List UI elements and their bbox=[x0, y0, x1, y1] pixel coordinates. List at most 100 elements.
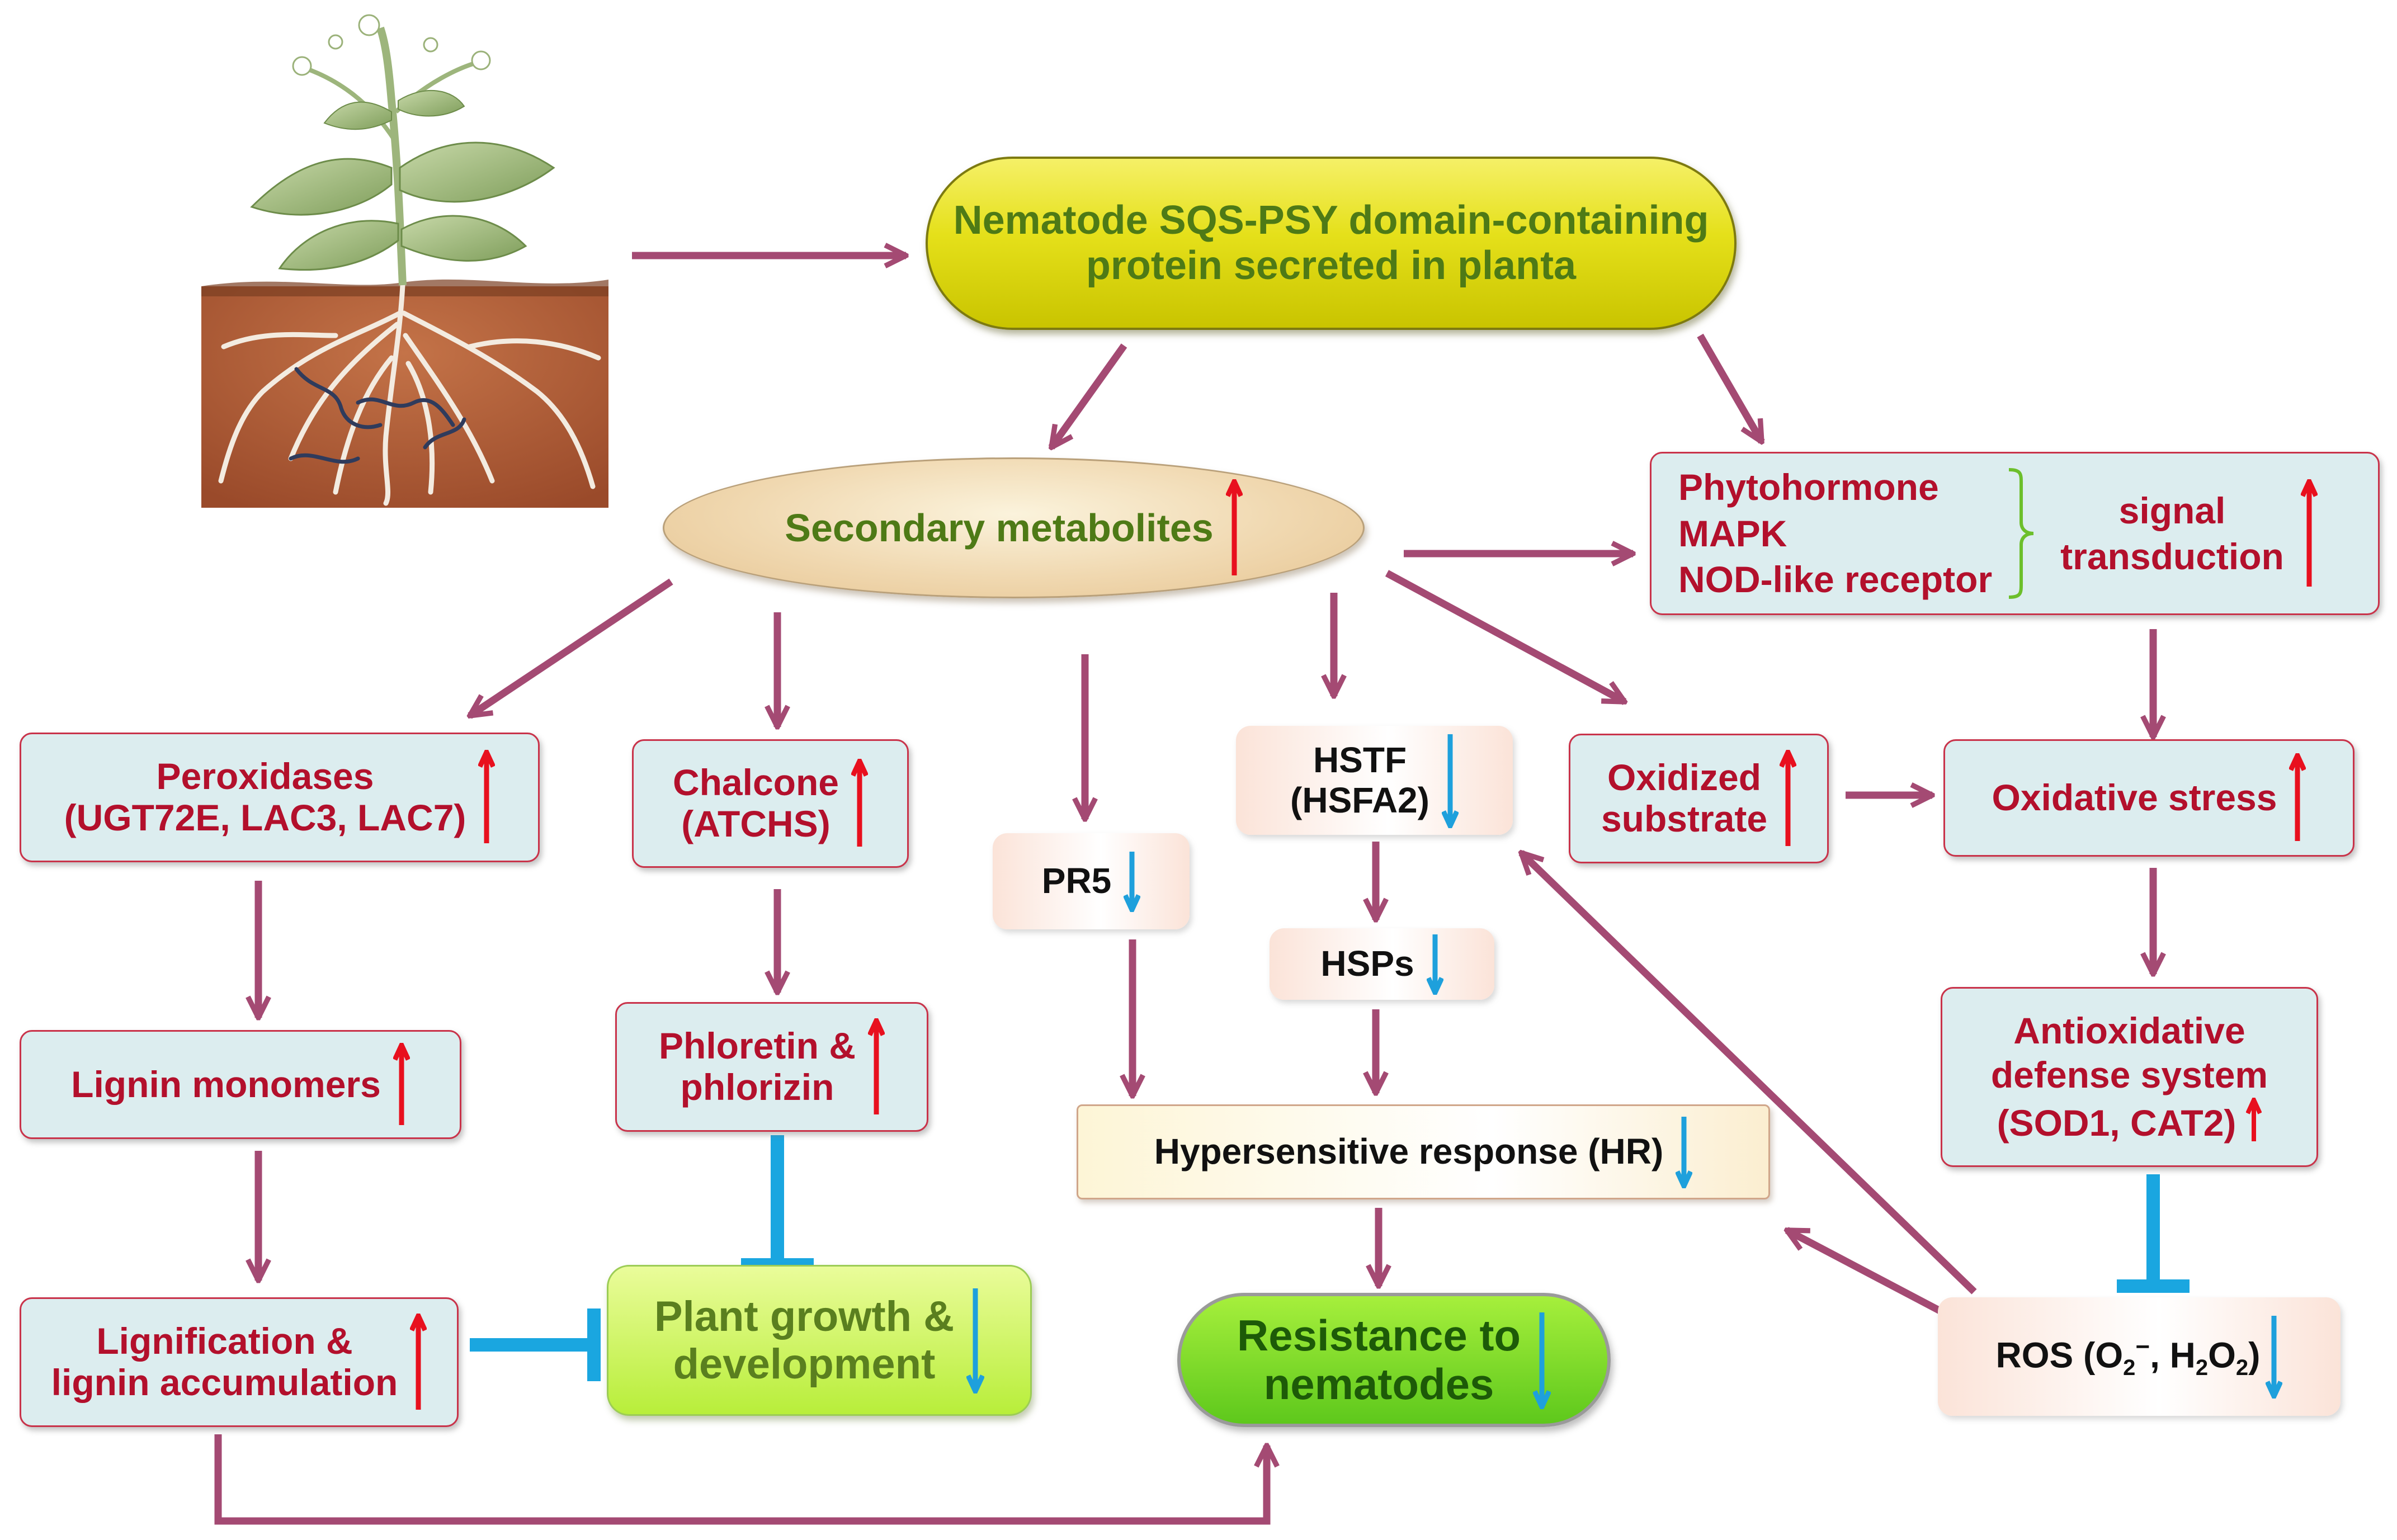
brace-icon bbox=[2009, 468, 2034, 599]
hr-label: Hypersensitive response (HR) bbox=[1154, 1131, 1664, 1172]
ros-o2-sup: − bbox=[2135, 1333, 2150, 1361]
up-arrow-icon bbox=[410, 1313, 427, 1411]
ros-h-sub: 2 bbox=[2195, 1355, 2209, 1380]
ros-prefix: ROS (O bbox=[1995, 1334, 2124, 1375]
antioxidative-node: Antioxidative defense system (SOD1, CAT2… bbox=[1941, 987, 2318, 1167]
oxidative-stress-node: Oxidative stress bbox=[1943, 739, 2354, 857]
oxidized-substrate-node: Oxidized substrate bbox=[1569, 734, 1829, 863]
lignin-monomers-label: Lignin monomers bbox=[71, 1063, 381, 1105]
phloretin-node: Phloretin & phlorizin bbox=[615, 1002, 928, 1132]
down-arrow-icon bbox=[1676, 1116, 1693, 1188]
up-arrow-icon bbox=[2289, 753, 2306, 843]
peroxidases-line-2: (UGT72E, LAC3, LAC7) bbox=[64, 797, 466, 838]
lignification-line-1: Lignification & bbox=[96, 1320, 353, 1362]
signal-label-line-2: transduction bbox=[2060, 536, 2284, 577]
protein-line-2: protein secreted in planta bbox=[1086, 243, 1577, 288]
signal-transduction-node: Phytohormone MAPK NOD-like receptor sign… bbox=[1650, 452, 2380, 615]
arrow-lignification-to-resistance bbox=[214, 1434, 1267, 1525]
up-arrow-icon bbox=[393, 1042, 410, 1127]
protein-node: Nematode SQS-PSY domain-containing prote… bbox=[926, 157, 1737, 330]
antioxidative-text: Antioxidative defense system (SOD1, CAT2… bbox=[1991, 1009, 2268, 1145]
up-arrow-icon bbox=[478, 750, 496, 845]
oxidative-label: Oxidative stress bbox=[1992, 777, 2277, 819]
chalcone-text: Chalcone (ATCHS) bbox=[673, 762, 839, 845]
resistance-line-1: Resistance to bbox=[1237, 1310, 1521, 1360]
ros-o-sub: 2 bbox=[2235, 1355, 2249, 1380]
signal-item-mapk: MAPK bbox=[1678, 512, 1787, 554]
down-arrow-icon bbox=[1124, 851, 1141, 912]
plant-growth-line-2: development bbox=[673, 1340, 936, 1388]
arrow-ros-to-hstf bbox=[1521, 853, 1977, 1295]
plant-illustration bbox=[201, 14, 608, 508]
protein-line-1: Nematode SQS-PSY domain-containing bbox=[953, 198, 1709, 243]
down-arrow-icon bbox=[2266, 1315, 2283, 1399]
antioxidative-line-3-text: (SOD1, CAT2) bbox=[1997, 1102, 2236, 1144]
ros-mid: , H bbox=[2150, 1334, 2196, 1375]
peroxidases-line-1: Peroxidases bbox=[156, 755, 374, 797]
ros-o2-sub: 2 bbox=[2123, 1355, 2136, 1380]
hstf-line-1: HSTF bbox=[1313, 739, 1407, 780]
pr5-label: PR5 bbox=[1041, 861, 1112, 901]
antioxidative-line-1: Antioxidative bbox=[2013, 1010, 2245, 1052]
up-arrow-icon bbox=[1225, 479, 1243, 577]
nematodes bbox=[289, 367, 466, 464]
plant-growth-line-1: Plant growth & bbox=[654, 1292, 955, 1340]
ros-suffix: ) bbox=[2248, 1334, 2261, 1375]
arrow-protein-to-secondary bbox=[1051, 343, 1127, 447]
signal-item-nod-receptor: NOD-like receptor bbox=[1678, 559, 1993, 601]
lignification-text: Lignification & lignin accumulation bbox=[51, 1320, 398, 1404]
peroxidases-node: Peroxidases (UGT72E, LAC3, LAC7) bbox=[20, 733, 540, 862]
chalcone-line-1: Chalcone bbox=[672, 762, 839, 804]
phloretin-line-1: Phloretin & bbox=[658, 1025, 856, 1067]
up-arrow-icon bbox=[1780, 749, 1797, 848]
peroxidases-text: Peroxidases (UGT72E, LAC3, LAC7) bbox=[64, 755, 466, 839]
antioxidative-line-2: defense system bbox=[1990, 1054, 2268, 1096]
hsps-label: HSPs bbox=[1320, 943, 1414, 984]
arrow-protein-to-signal bbox=[1697, 333, 1765, 442]
down-arrow-icon bbox=[1441, 733, 1459, 828]
down-arrow-icon bbox=[1533, 1311, 1551, 1409]
ros-o: O bbox=[2208, 1334, 2236, 1375]
ros-node: ROS (O2−, H2O2) bbox=[1938, 1297, 2341, 1416]
antioxidative-line-3: (SOD1, CAT2) bbox=[1991, 1097, 2268, 1145]
phloretin-line-2: phlorizin bbox=[680, 1066, 834, 1108]
plant-growth-node: Plant growth & development bbox=[607, 1265, 1032, 1416]
hstf-line-2: (HSFA2) bbox=[1290, 780, 1429, 820]
oxidized-line-1: Oxidized bbox=[1607, 757, 1762, 799]
flow-arrows bbox=[214, 256, 2153, 1525]
chalcone-node: Chalcone (ATCHS) bbox=[632, 739, 909, 868]
pr5-node: PR5 bbox=[993, 833, 1190, 929]
up-arrow-icon bbox=[851, 759, 869, 848]
up-arrow-icon bbox=[2300, 479, 2318, 588]
oxidized-line-2: substrate bbox=[1601, 798, 1768, 839]
down-arrow-icon bbox=[1426, 933, 1443, 995]
phloretin-text: Phloretin & phlorizin bbox=[658, 1025, 856, 1108]
signal-items: Phytohormone MAPK NOD-like receptor bbox=[1678, 464, 1992, 603]
soil bbox=[201, 286, 608, 508]
secondary-metabolites-node: Secondary metabolites bbox=[663, 457, 1365, 598]
arrow-secondary-to-oxidized bbox=[1385, 570, 1625, 705]
resistance-text: Resistance to nematodes bbox=[1237, 1311, 1521, 1409]
roots bbox=[218, 282, 601, 506]
resistance-node: Resistance to nematodes bbox=[1177, 1293, 1611, 1427]
plant-growth-text: Plant growth & development bbox=[654, 1293, 954, 1388]
down-arrow-icon bbox=[966, 1287, 985, 1393]
arrow-ros-to-hr bbox=[1787, 1227, 1948, 1317]
chalcone-line-2: (ATCHS) bbox=[681, 803, 831, 844]
arrow-secondary-to-peroxidases bbox=[470, 578, 673, 716]
signal-item-phytohormone: Phytohormone bbox=[1678, 466, 1939, 508]
lignification-line-2: lignin accumulation bbox=[51, 1362, 398, 1403]
hstf-text: HSTF (HSFA2) bbox=[1290, 740, 1429, 820]
lignification-node: Lignification & lignin accumulation bbox=[20, 1297, 459, 1427]
hypersensitive-response-node: Hypersensitive response (HR) bbox=[1077, 1104, 1770, 1199]
up-arrow-icon bbox=[2246, 1097, 2262, 1142]
signal-label-line-1: signal bbox=[2118, 489, 2226, 531]
secondary-metabolites-label: Secondary metabolites bbox=[785, 506, 1214, 550]
hsps-node: HSPs bbox=[1270, 928, 1494, 1000]
oxidized-text: Oxidized substrate bbox=[1601, 757, 1767, 840]
stem-and-leaves bbox=[250, 14, 555, 286]
hstf-node: HSTF (HSFA2) bbox=[1236, 726, 1513, 835]
signal-label: signal transduction bbox=[2060, 488, 2284, 580]
ros-label: ROS (O2−, H2O2) bbox=[1996, 1333, 2261, 1381]
resistance-line-2: nematodes bbox=[1263, 1359, 1494, 1409]
